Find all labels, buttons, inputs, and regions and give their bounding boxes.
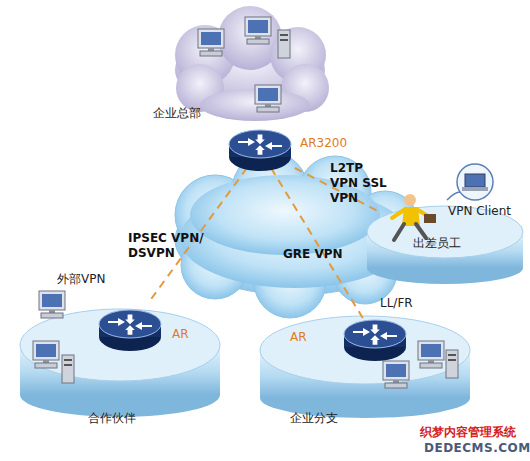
site-label: 合作伙伴 [88,411,136,426]
router-icon [229,130,291,171]
hq-cloud [175,6,329,121]
computer-tower [446,350,458,378]
router-model-label: AR [172,327,189,342]
site-node: LL/FRAR企业分支 [255,318,470,435]
watermark-text: DEDECMS.COM [424,441,530,455]
branch-island [260,316,470,418]
watermark-text: 织梦内容管理系统 [420,424,516,441]
site-node: VPN Client 出差员工 [380,195,525,285]
computer-tower [278,30,290,58]
computer-icon [255,85,281,112]
router-icon [344,320,406,361]
site-label: 企业总部 [153,106,201,121]
computer-icon [33,341,59,368]
partner-island [20,309,220,417]
computer-icon [418,341,444,368]
computer-tower [62,355,74,383]
router-model-label: AR3200 [300,136,347,151]
computer-icon [245,17,271,44]
site-label: 外部VPN [57,272,105,287]
site-label: 企业分支 [290,411,338,426]
vpn-type-label: IPSEC VPN/ DSVPN [128,231,204,261]
site-node: 外部VPNAR合作伙伴 [20,300,220,435]
site-label: 出差员工 [413,236,461,251]
vpn-client-bubble [447,164,493,200]
computer-icon [383,361,409,388]
computer-icon [39,291,65,318]
vpn-type-label: L2TP VPN SSL VPN [330,161,394,206]
site-node: 企业总部AR3200 [150,0,340,168]
computer-icon [198,29,224,56]
site-label: VPN Client [448,204,511,219]
router-icon [99,310,161,351]
traveler-person [392,194,436,240]
router-model-label: AR [290,330,307,345]
vpn-tunnel-line [271,168,363,318]
vpn-type-label: GRE VPN [283,247,353,262]
site-label: LL/FR [380,296,413,311]
